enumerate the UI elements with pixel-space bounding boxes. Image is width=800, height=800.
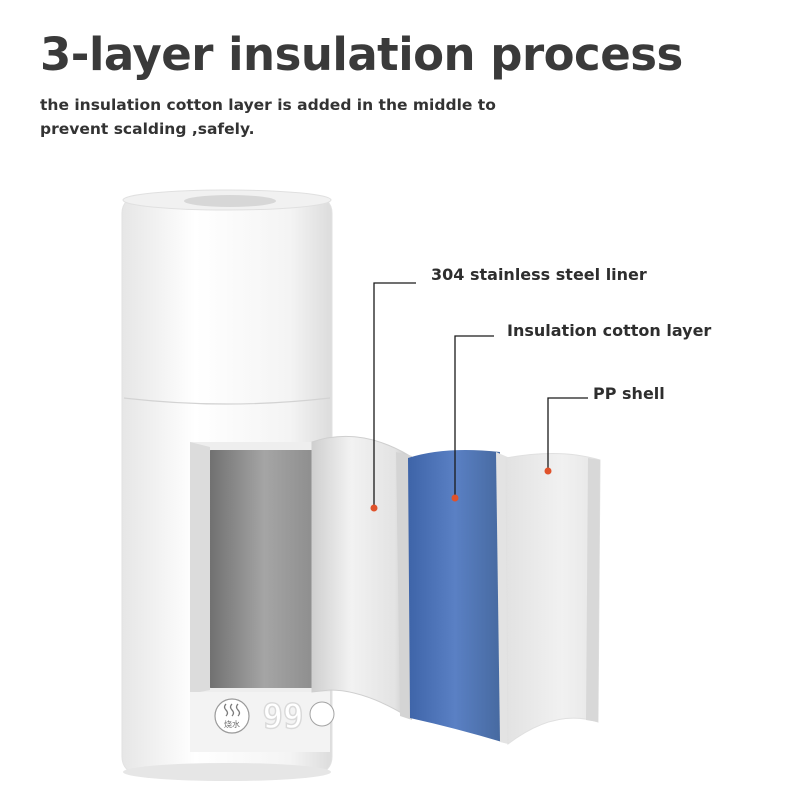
- shell-layer: [505, 453, 601, 746]
- cotton-layer: [408, 450, 510, 744]
- marker-dot: [451, 494, 459, 502]
- callout-shell: [544, 397, 588, 475]
- callout-liner: [370, 282, 416, 512]
- callout-cotton: [451, 335, 494, 502]
- cotton-label: Insulation cotton layer: [507, 321, 712, 340]
- temperature-display: 99: [263, 697, 304, 737]
- kettle-body: [121, 189, 333, 781]
- secondary-button[interactable]: [309, 701, 335, 727]
- boil-button-label: 烧水: [224, 719, 240, 729]
- boil-button[interactable]: 烧水: [214, 698, 250, 734]
- page-subtitle: the insulation cotton layer is added in …: [40, 96, 496, 138]
- shell-label: PP shell: [593, 384, 665, 403]
- liner-label: 304 stainless steel liner: [431, 265, 647, 284]
- steam-icon: [223, 703, 241, 717]
- page-title: 3-layer insulation process: [40, 28, 683, 81]
- marker-dot: [370, 504, 378, 512]
- liner-layer: [311, 435, 412, 720]
- marker-dot: [544, 467, 552, 475]
